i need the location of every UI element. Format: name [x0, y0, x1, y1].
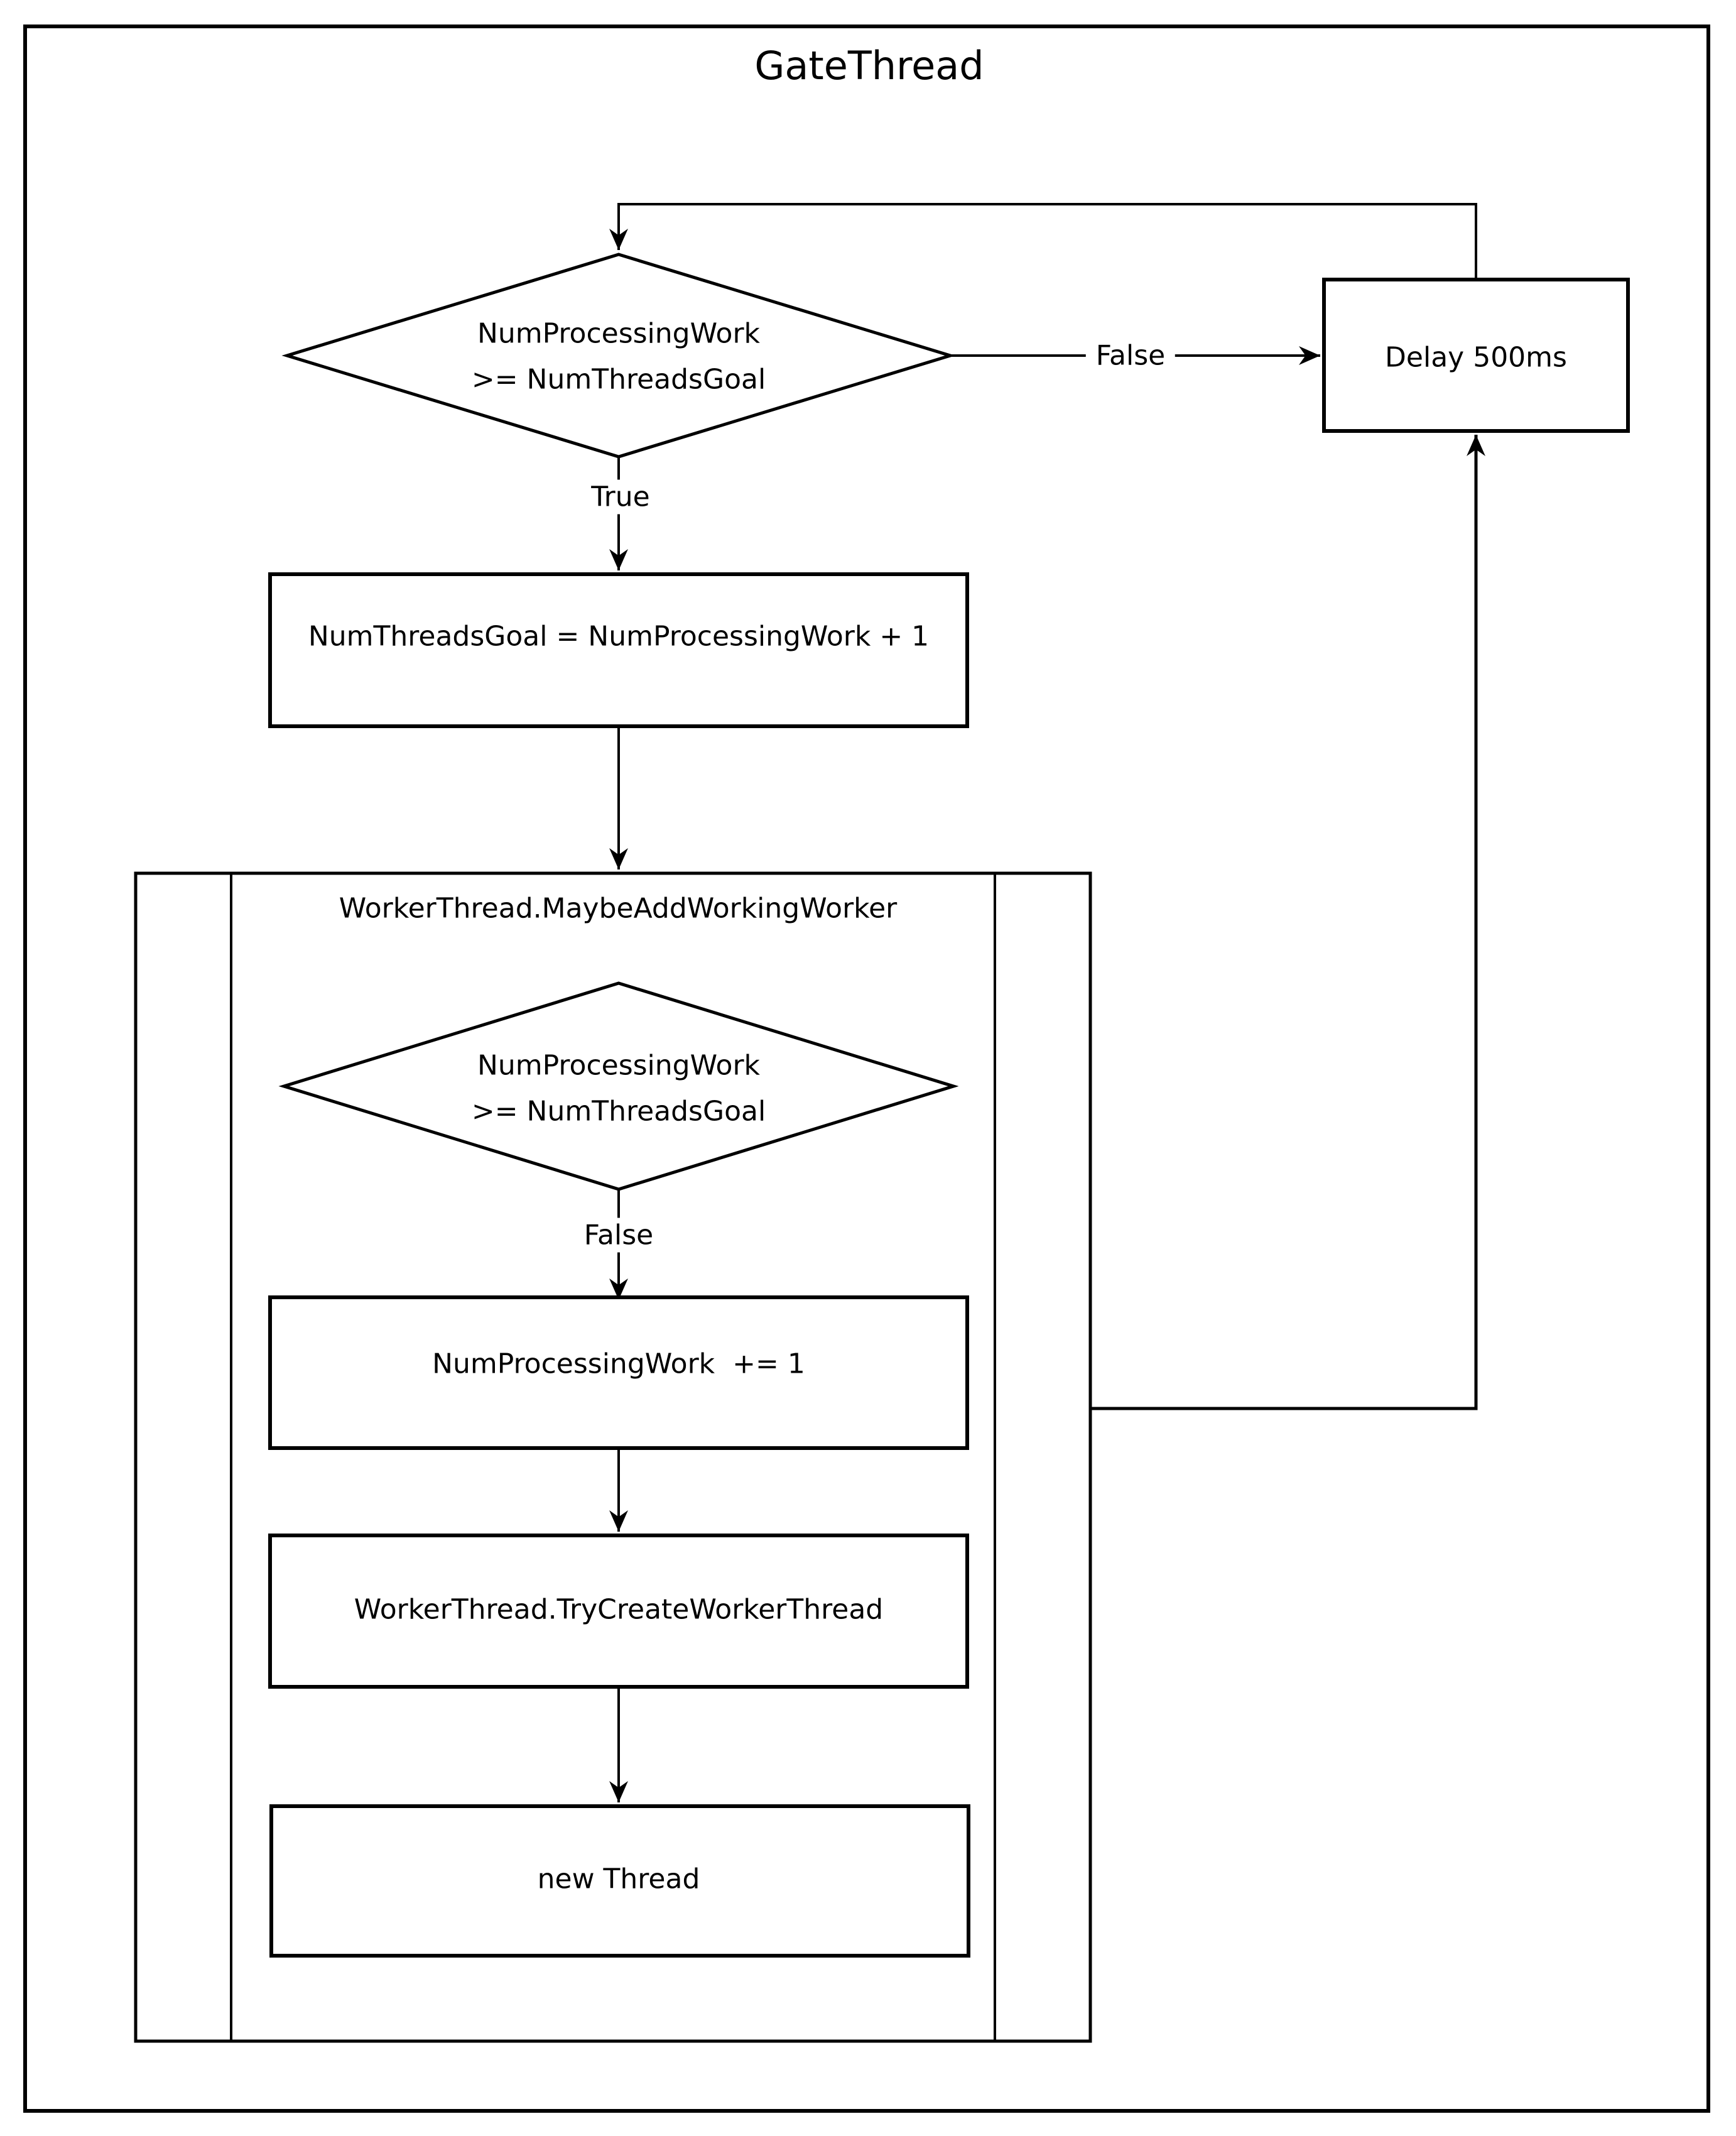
subprocess-title: WorkerThread.MaybeAddWorkingWorker — [339, 892, 898, 925]
try-create-shape — [268, 1534, 969, 1689]
decision2-false-label: False — [573, 1218, 664, 1253]
delay-label: Delay 500ms — [1385, 341, 1567, 374]
edge-subprocess-to-delay — [1090, 435, 1485, 1410]
increment-label: NumProcessingWork += 1 — [432, 1348, 805, 1380]
new-thread-label: new Thread — [537, 1863, 700, 1895]
page-border — [23, 25, 1710, 2113]
new-thread-shape — [269, 1804, 970, 1958]
decision1-true-label: True — [581, 479, 660, 515]
assign-goal-label: NumThreadsGoal = NumProcessingWork + 1 — [308, 620, 930, 653]
delay-shape — [1322, 278, 1630, 433]
try-create-label: WorkerThread.TryCreateWorkerThread — [354, 1593, 884, 1626]
increment-shape — [268, 1295, 969, 1450]
decision1-false-label: False — [1085, 338, 1176, 373]
diagram-title: GateThread — [754, 42, 984, 89]
decision2-label: NumProcessingWork >= NumThreadsGoal — [471, 1049, 766, 1127]
edge-delay-to-decision1 — [609, 203, 1477, 280]
decision1-label: NumProcessingWork >= NumThreadsGoal — [471, 317, 766, 395]
assign-goal-shape — [268, 572, 969, 728]
